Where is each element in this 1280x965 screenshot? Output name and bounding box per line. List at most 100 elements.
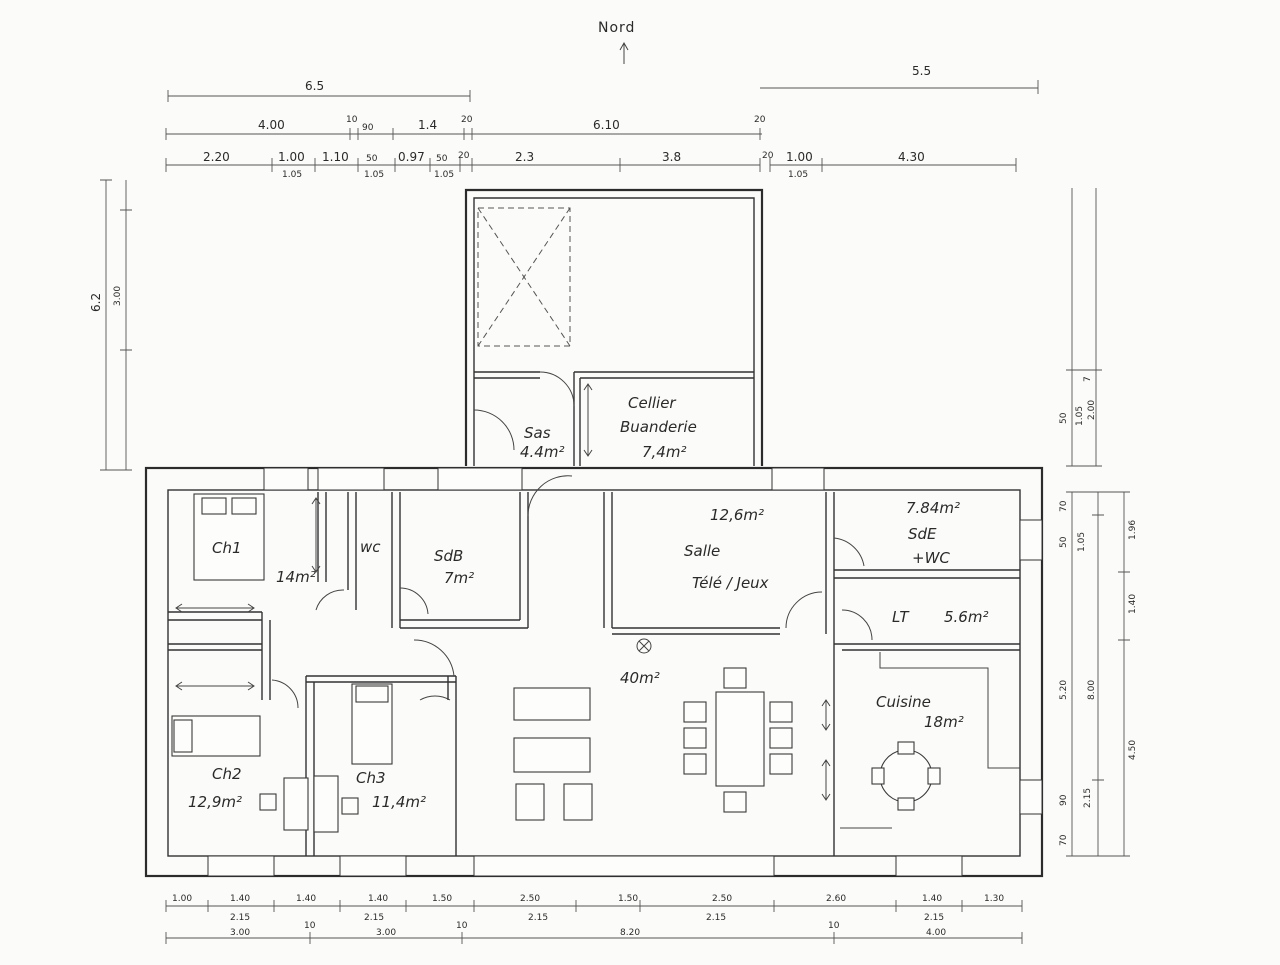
window bbox=[437, 467, 523, 491]
dim-low-8: 3.8 bbox=[662, 150, 681, 164]
dim-mid-5: 6.10 bbox=[593, 118, 620, 132]
coffee-table bbox=[513, 737, 591, 773]
dim-sub-3: 1.05 bbox=[788, 170, 808, 180]
dim-bottom-r3-2: 3.00 bbox=[376, 928, 396, 938]
dim-sub-1: 1.05 bbox=[364, 170, 384, 180]
dim-low-7: 2.3 bbox=[515, 150, 534, 164]
area-salle: 12,6m² bbox=[710, 506, 764, 524]
area-cellier: 7,4m² bbox=[642, 443, 686, 461]
chair bbox=[259, 793, 277, 811]
area-ch2: 12,9m² bbox=[188, 793, 242, 811]
label-lt: LT bbox=[892, 608, 910, 626]
dim-bottom-r1-9: 1.40 bbox=[922, 894, 942, 904]
label-buanderie: Buanderie bbox=[620, 418, 697, 436]
dim-mid-2: 90 bbox=[362, 123, 374, 133]
dim-sub-0: 1.05 bbox=[282, 170, 302, 180]
dim-right-side-0: 70 bbox=[1059, 500, 1069, 512]
dim-bottom-r1-0: 1.00 bbox=[172, 894, 192, 904]
dim-bottom-r2-1: 2.15 bbox=[364, 913, 384, 923]
dim-overall-right: 5.5 bbox=[912, 64, 931, 78]
dim-low-10: 1.00 bbox=[786, 150, 813, 164]
garage-dashed-area bbox=[477, 207, 571, 347]
desk-ch3 bbox=[313, 775, 339, 833]
label-tele-jeux: Télé / Jeux bbox=[692, 574, 769, 592]
window bbox=[473, 855, 775, 877]
right-dimensions: 7 50 1.05 2.00 70 50 1.05 1.96 1.40 5.20… bbox=[1059, 188, 1138, 857]
dim-bottom-r1-6: 1.50 bbox=[618, 894, 638, 904]
window bbox=[771, 467, 825, 491]
room-labels: Ch1 14m² wc SdB 7m² Sas 4.4m² Cellier Bu… bbox=[188, 394, 988, 811]
dim-bottom-r3-3: 10 bbox=[456, 921, 468, 931]
dim-right-upper-0: 7 bbox=[1083, 376, 1093, 382]
dim-bottom-r1-7: 2.50 bbox=[712, 894, 732, 904]
label-sde-wc: +WC bbox=[912, 549, 950, 567]
dim-bottom-r3-1: 10 bbox=[304, 921, 316, 931]
label-cellier: Cellier bbox=[628, 394, 676, 412]
dim-mid-0: 4.00 bbox=[258, 118, 285, 132]
area-sde: 7.84m² bbox=[906, 499, 960, 517]
dim-right-upper-2: 1.05 bbox=[1075, 406, 1085, 426]
dim-overall-left: 6.5 bbox=[305, 79, 324, 93]
chair bbox=[723, 667, 747, 689]
dim-bottom-r2-2: 2.15 bbox=[528, 913, 548, 923]
armchair bbox=[563, 783, 593, 821]
dim-mid-3: 1.4 bbox=[418, 118, 437, 132]
dim-bottom-r1-8: 2.60 bbox=[826, 894, 846, 904]
label-wc: wc bbox=[360, 538, 381, 556]
dining-table bbox=[715, 691, 765, 787]
label-sdb: SdB bbox=[434, 547, 463, 565]
dim-mid-6: 20 bbox=[754, 115, 766, 125]
window bbox=[207, 855, 275, 877]
dim-bottom-r1-5: 2.50 bbox=[520, 894, 540, 904]
label-sde: SdE bbox=[908, 525, 937, 543]
furniture bbox=[171, 493, 941, 833]
area-lt: 5.6m² bbox=[944, 608, 988, 626]
area-ch3: 11,4m² bbox=[372, 793, 426, 811]
dim-low-0: 2.20 bbox=[203, 150, 230, 164]
dim-right-side-4: 1.40 bbox=[1128, 594, 1138, 614]
dim-bottom-r1-1: 1.40 bbox=[230, 894, 250, 904]
bottom-dimensions: 1.00 1.40 1.40 1.40 1.50 2.50 1.50 2.50 … bbox=[165, 894, 1023, 944]
window bbox=[895, 855, 963, 877]
dim-sub-2: 1.05 bbox=[434, 170, 454, 180]
dim-bottom-r3-4: 8.20 bbox=[620, 928, 640, 938]
dim-bottom-r2-0: 2.15 bbox=[230, 913, 250, 923]
dim-right-side-10: 70 bbox=[1059, 834, 1069, 846]
window bbox=[339, 855, 407, 877]
dim-right-side-6: 8.00 bbox=[1087, 680, 1097, 700]
chair bbox=[723, 791, 747, 813]
window bbox=[1019, 779, 1043, 815]
north-arrow-icon bbox=[619, 41, 629, 64]
label-ch3: Ch3 bbox=[356, 769, 386, 787]
dim-bottom-r1-4: 1.50 bbox=[432, 894, 452, 904]
left-dimensions: 6.2 3.00 bbox=[89, 179, 132, 471]
dim-left-total: 6.2 bbox=[89, 293, 103, 312]
window bbox=[317, 467, 385, 491]
label-cuisine: Cuisine bbox=[876, 693, 931, 711]
dim-right-side-5: 5.20 bbox=[1059, 680, 1069, 700]
window bbox=[263, 467, 309, 491]
chair bbox=[341, 797, 359, 815]
dim-right-side-9: 2.15 bbox=[1083, 788, 1093, 808]
dim-bottom-r1-2: 1.40 bbox=[296, 894, 316, 904]
interior-walls bbox=[168, 475, 1020, 856]
dim-low-1: 1.00 bbox=[278, 150, 305, 164]
dim-bottom-r3-5: 10 bbox=[828, 921, 840, 931]
dim-low-6: 20 bbox=[458, 151, 470, 161]
dim-right-side-1: 50 bbox=[1059, 536, 1069, 548]
dim-right-side-8: 90 bbox=[1059, 794, 1069, 806]
dim-bottom-r1-10: 1.30 bbox=[984, 894, 1004, 904]
garage-block bbox=[464, 188, 764, 466]
dim-mid-1: 10 bbox=[346, 115, 358, 125]
label-sas: Sas bbox=[524, 424, 551, 442]
dim-bottom-r1-3: 1.40 bbox=[368, 894, 388, 904]
dim-low-5: 50 bbox=[436, 154, 448, 164]
sofa bbox=[513, 687, 591, 721]
ceiling-light-icon bbox=[636, 638, 652, 654]
kitchen-table bbox=[879, 749, 933, 803]
area-ch1: 14m² bbox=[276, 568, 316, 586]
windows bbox=[207, 467, 1043, 877]
area-sejour: 40m² bbox=[620, 669, 660, 687]
area-sas: 4.4m² bbox=[520, 443, 564, 461]
